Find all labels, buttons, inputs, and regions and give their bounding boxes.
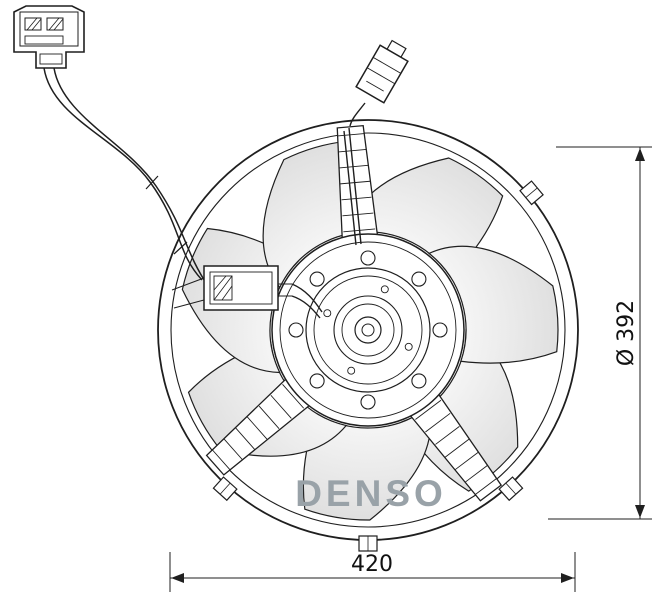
- hub-bolts: [288, 250, 448, 410]
- dimension-diameter: Ø 392: [548, 146, 652, 520]
- denso-watermark: DENSO: [295, 473, 447, 514]
- motor-plug: [355, 39, 409, 104]
- dimension-diameter-label: Ø 392: [614, 300, 639, 366]
- wire-clip: [145, 175, 188, 255]
- resistor-block: [171, 265, 292, 311]
- dimension-width-label: 420: [351, 552, 393, 577]
- connector-2pin: [13, 5, 85, 69]
- wire-harness: [43, 67, 366, 319]
- motor-hub: [271, 233, 465, 427]
- dimension-width: 420: [169, 552, 576, 592]
